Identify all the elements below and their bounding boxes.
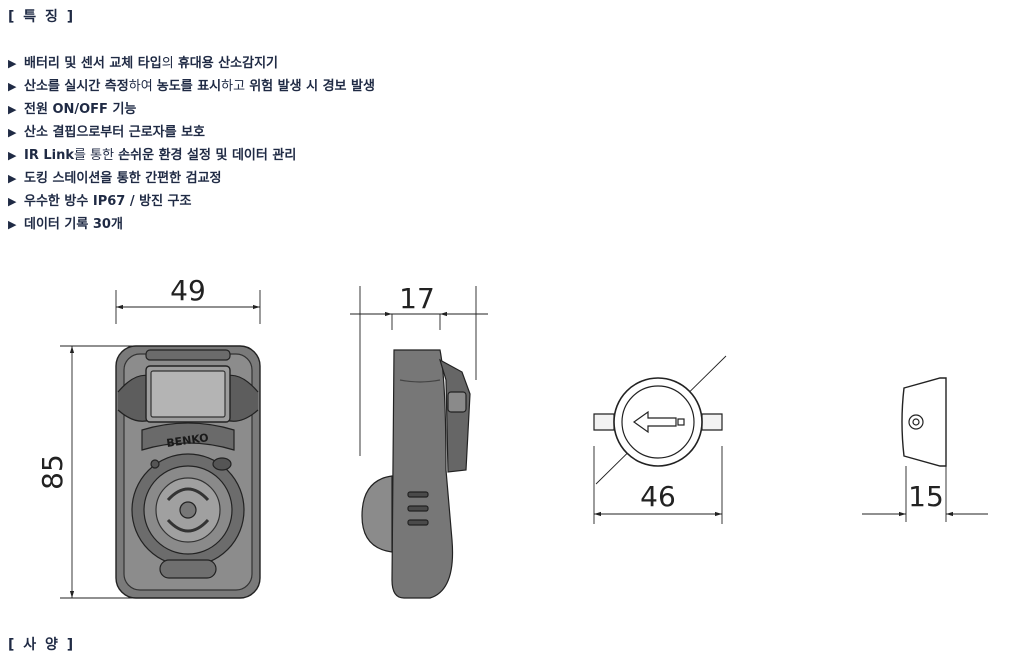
features-section-title: [ 특 징 ] [8, 9, 76, 25]
bullet-arrow-icon: ▶ [8, 57, 17, 70]
specs-section-title: [ 사 양 ] [8, 637, 76, 653]
bullet-arrow-icon: ▶ [8, 172, 17, 185]
bullet-arrow-icon: ▶ [8, 195, 17, 208]
end-view-drawing [862, 377, 988, 522]
feature-text: 농도를 표시 [156, 79, 222, 94]
feature-text: 배터리 및 센서 교체 타입 [24, 56, 162, 71]
feature-item: ▶ IR Link를 통한 손쉬운 환경 설정 및 데이터 관리 [8, 144, 375, 167]
feature-text: 전원 ON/OFF 기능 [24, 102, 137, 117]
feature-text: 휴대용 산소감지기 [177, 56, 279, 71]
feature-text: 하고 [221, 79, 250, 94]
top-view-drawing [593, 355, 727, 524]
feature-text: 도킹 스테이션을 통한 간편한 검교정 [24, 171, 222, 186]
feature-item: ▶ 전원 ON/OFF 기능 [8, 98, 375, 121]
feature-item: ▶ 산소를 실시간 측정하여 농도를 표시하고 위험 발생 시 경보 발생 [8, 75, 375, 98]
feature-text: 산소를 실시간 측정 [24, 79, 129, 94]
brand-logo-text: BENKO [166, 431, 210, 450]
feature-item: ▶ 배터리 및 센서 교체 타입의 휴대용 산소감지기 [8, 52, 375, 75]
feature-text: 의 [161, 56, 178, 71]
bullet-arrow-icon: ▶ [8, 80, 17, 93]
feature-text: 위험 발생 시 경보 발생 [249, 79, 375, 94]
features-list: ▶배터리 및 센서 교체 타입의 휴대용 산소감지기▶산소를 실시간 측정하여 … [8, 52, 375, 236]
feature-text: 하여 [128, 79, 157, 94]
feature-item: ▶ 산소 결핍으로부터 근로자를 보호 [8, 121, 375, 144]
side-view-drawing [350, 286, 488, 599]
bullet-arrow-icon: ▶ [8, 218, 17, 231]
side-depth-label: 17 [399, 282, 435, 315]
bullet-arrow-icon: ▶ [8, 126, 17, 139]
feature-text: 를 통한 [74, 148, 119, 163]
front-view-drawing [60, 290, 261, 599]
top-diameter-label: 46 [640, 480, 676, 513]
feature-text: 손쉬운 환경 설정 및 데이터 관리 [118, 148, 297, 163]
feature-item: ▶ 도킹 스테이션을 통한 간편한 검교정 [8, 167, 375, 190]
front-width-label: 49 [170, 274, 206, 307]
feature-text: 데이터 기록 30개 [24, 217, 123, 232]
feature-text: IR Link [24, 148, 75, 163]
end-length-label: 15 [908, 480, 944, 513]
dimension-drawings: 49 85 BENKO 17 [36, 274, 988, 599]
bullet-arrow-icon: ▶ [8, 103, 17, 116]
feature-text: 우수한 방수 IP67 / 방진 구조 [24, 194, 192, 209]
feature-item: ▶ 우수한 방수 IP67 / 방진 구조 [8, 190, 375, 213]
front-height-label: 85 [36, 454, 69, 490]
bullet-arrow-icon: ▶ [8, 149, 17, 162]
feature-item: ▶ 데이터 기록 30개 [8, 213, 375, 236]
feature-text: 산소 결핍으로부터 근로자를 보호 [24, 125, 206, 140]
